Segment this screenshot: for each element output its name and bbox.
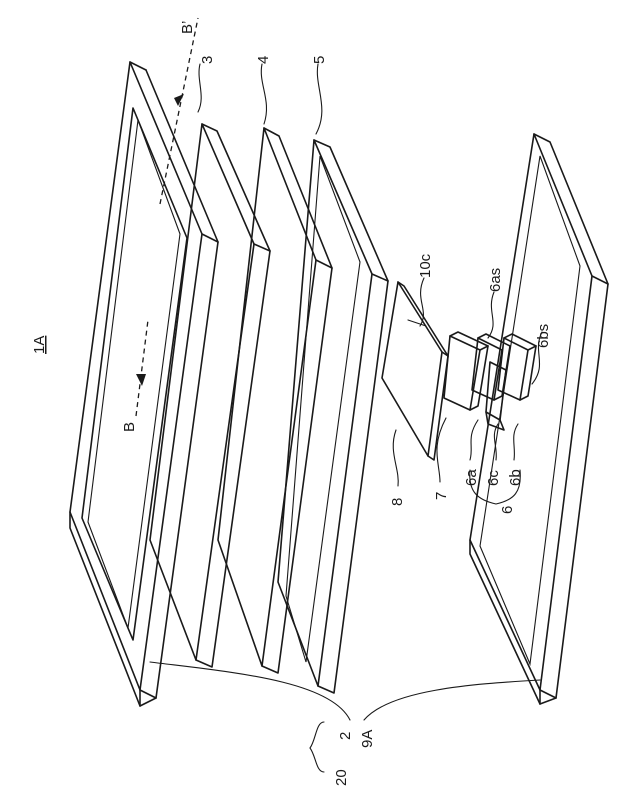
label-8: 8 bbox=[389, 498, 406, 506]
label-6as: 6as bbox=[487, 268, 504, 292]
label-B: B bbox=[121, 422, 138, 432]
label-1A: 1A bbox=[31, 336, 48, 354]
label-3: 3 bbox=[199, 56, 216, 64]
label-7: 7 bbox=[433, 492, 450, 500]
block-part-7 bbox=[444, 332, 488, 410]
label-B-prime: B’ bbox=[179, 21, 196, 34]
label-6b: 6b bbox=[507, 469, 524, 486]
back-frame-part-9A bbox=[470, 134, 608, 704]
label-6a: 6a bbox=[463, 469, 480, 486]
label-20: 20 bbox=[333, 769, 350, 786]
plate-part-4 bbox=[218, 128, 332, 673]
plate-part-3 bbox=[150, 124, 270, 667]
label-5: 5 bbox=[311, 56, 328, 64]
label-6c: 6c bbox=[485, 470, 502, 486]
label-6bs: 6bs bbox=[535, 324, 552, 348]
label-2: 2 bbox=[337, 732, 354, 740]
label-4: 4 bbox=[255, 56, 272, 64]
board-part-8 bbox=[382, 282, 448, 460]
front-frame-part-2 bbox=[70, 62, 218, 706]
label-9A: 9A bbox=[359, 730, 376, 748]
label-10c: 10c bbox=[417, 253, 434, 278]
label-6: 6 bbox=[499, 506, 516, 514]
labels: 1A 2 3 4 5 6 6a 6as 6b 6bs 6c 7 8 9A 10c… bbox=[31, 21, 552, 786]
section-line-b bbox=[136, 18, 198, 416]
